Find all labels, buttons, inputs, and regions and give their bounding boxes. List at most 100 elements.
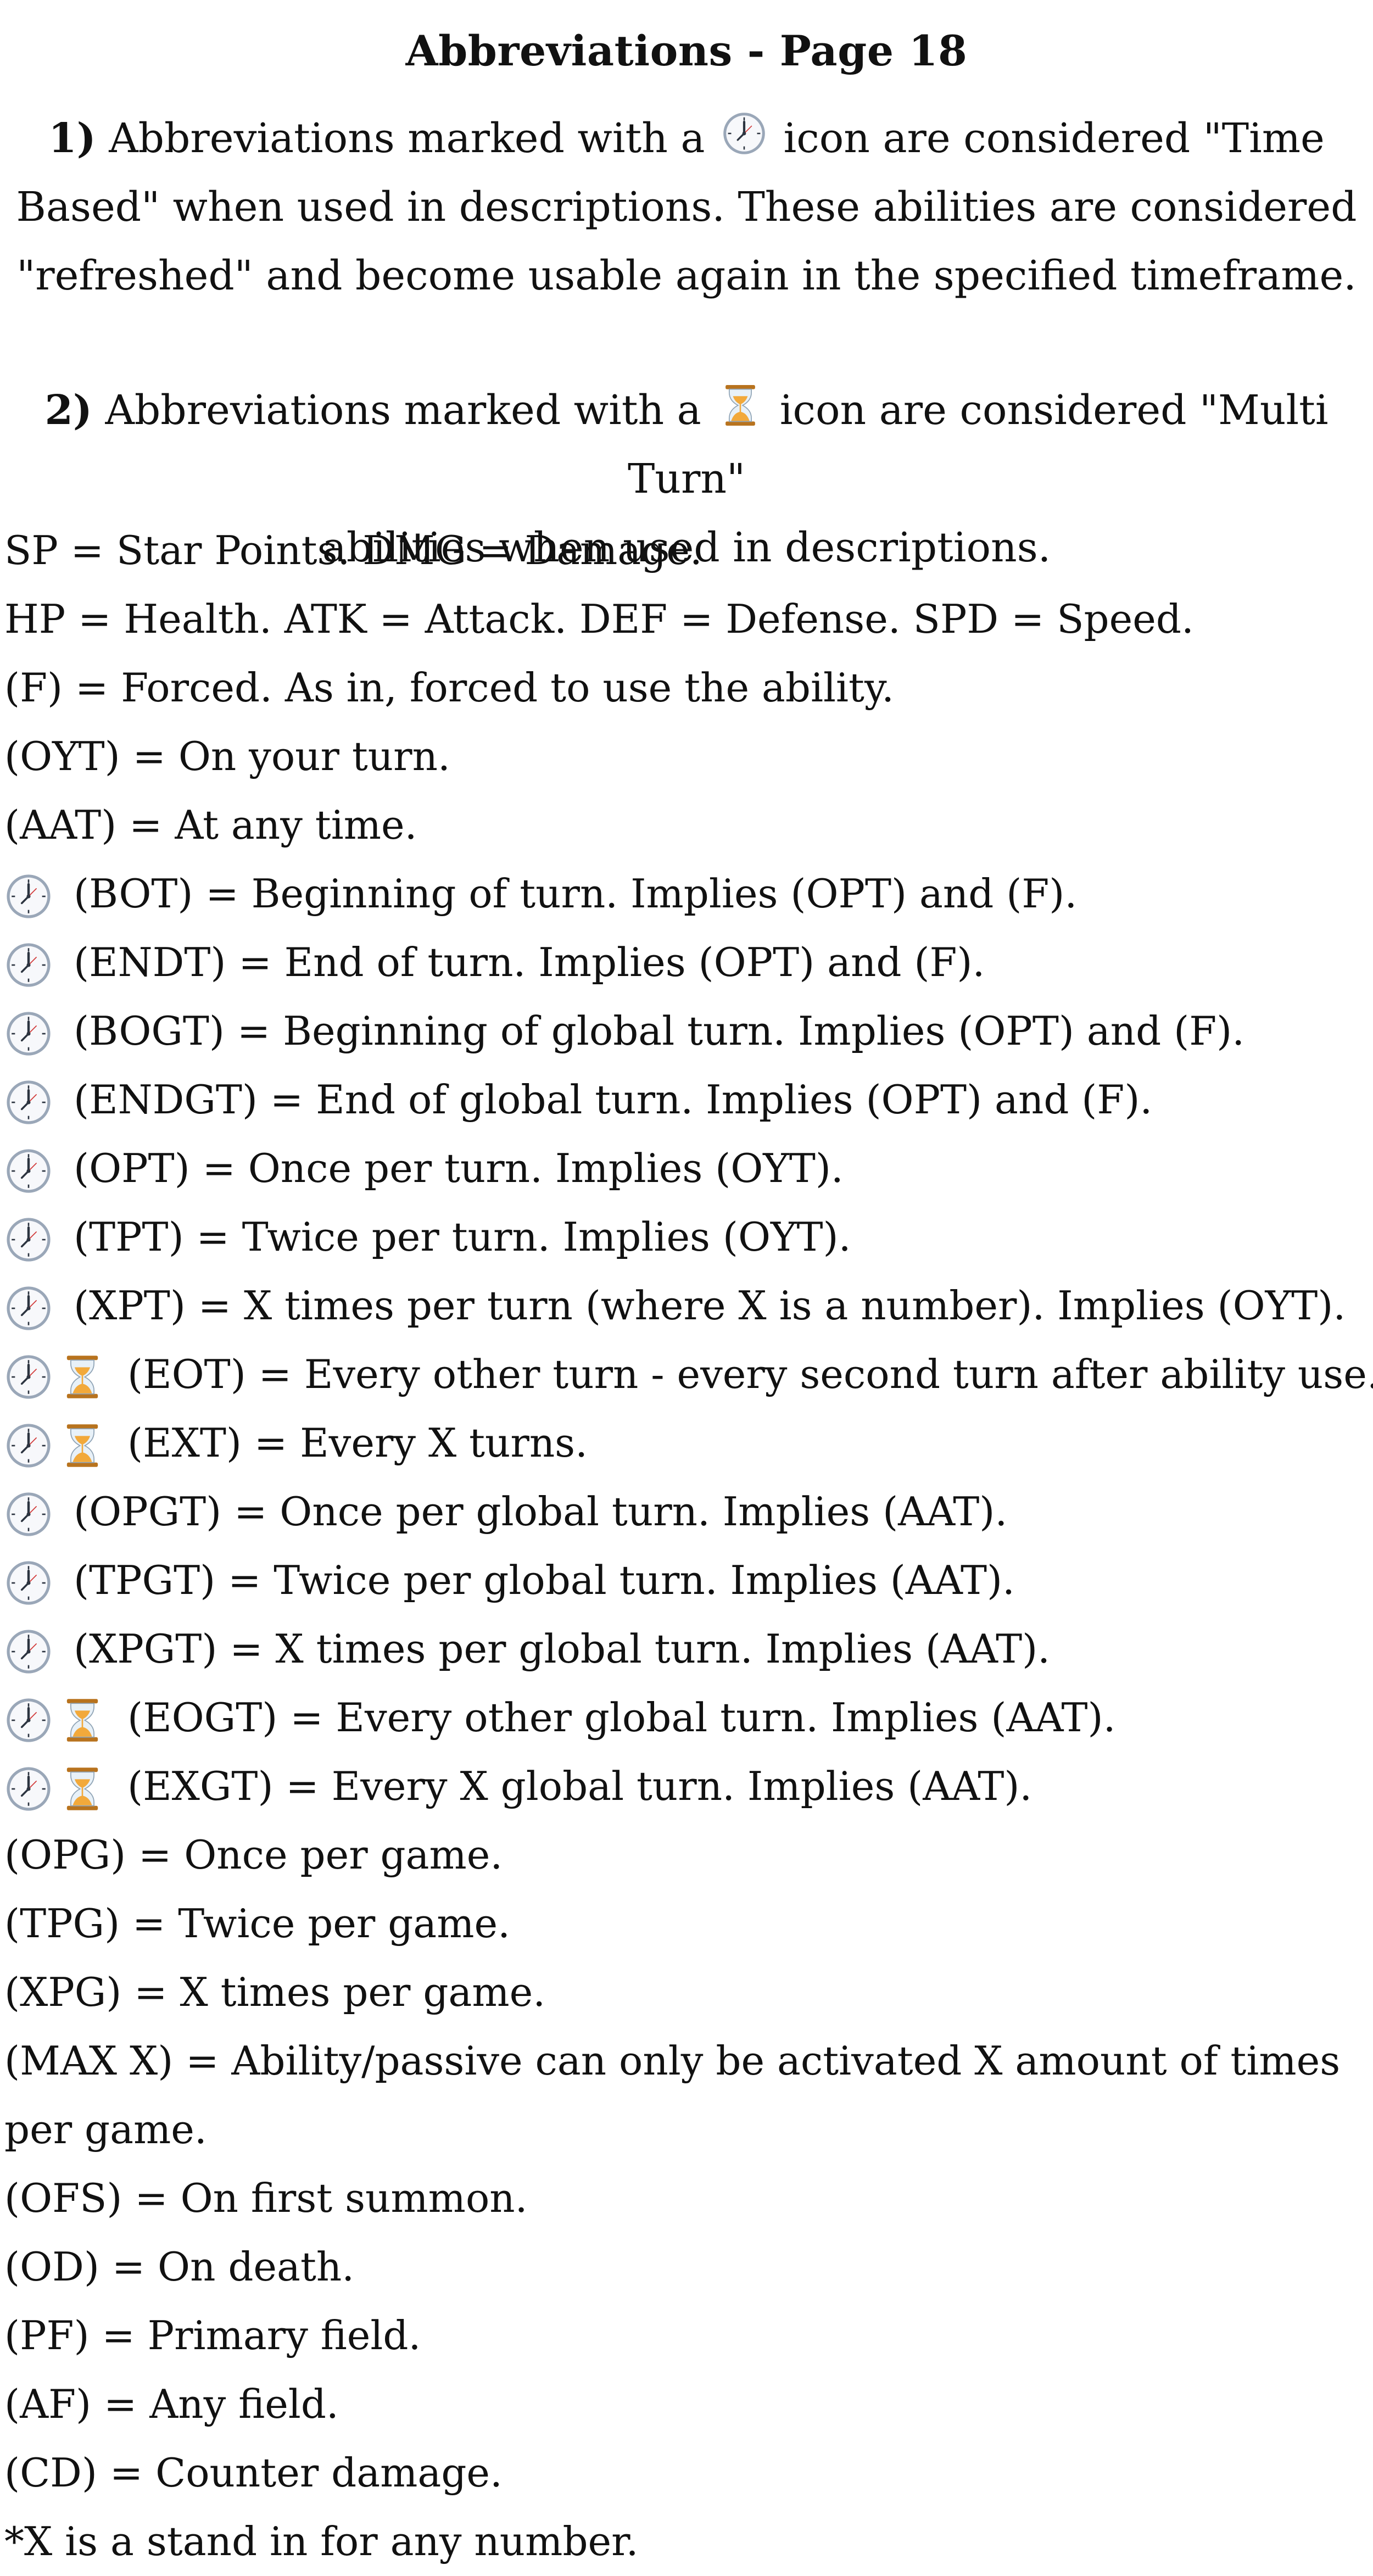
hourglass-icon (58, 1421, 107, 1470)
hourglass-icon (717, 382, 763, 428)
note-text: Abbreviations marked with a (105, 387, 701, 434)
entry-text: (AF) = Any field. (4, 2381, 339, 2427)
entry-icons (4, 1421, 112, 1471)
abbreviation-entry: (TPG) = Twice per game. (4, 1889, 1366, 1958)
entry-icons (4, 1490, 58, 1540)
entry-text: (PF) = Primary field. (4, 2312, 421, 2358)
note-number: 2) (44, 387, 92, 434)
hourglass-icon (58, 1765, 107, 1813)
entry-text: (EXGT) = Every X global turn. Implies (A… (127, 1763, 1032, 1809)
entry-text: (EOGT) = Every other global turn. Implie… (127, 1694, 1116, 1741)
abbreviation-entry: (OPGT) = Once per global turn. Implies (… (4, 1477, 1366, 1546)
note-line: 1) Abbreviations marked with a icon are … (0, 104, 1373, 173)
note-line: "refreshed" and become usable again in t… (16, 252, 1357, 299)
clock-icon (4, 1147, 53, 1195)
note-time-based: 1) Abbreviations marked with a icon are … (0, 104, 1373, 310)
note-number: 1) (48, 115, 96, 162)
abbreviation-entry: (OPT) = Once per turn. Implies (OYT). (4, 1134, 1366, 1203)
abbreviation-entry: (EXT) = Every X turns. (4, 1409, 1366, 1477)
entry-text: *X is a stand in for any number. (4, 2518, 639, 2564)
abbreviation-entry: (OFS) = On first summon. (4, 2164, 1366, 2233)
entry-icons (4, 1696, 112, 1746)
abbreviation-entry: (XPGT) = X times per global turn. Implie… (4, 1615, 1366, 1683)
abbreviation-entry: (CD) = Counter damage. (4, 2439, 1366, 2507)
abbreviation-entry: (ENDT) = End of turn. Implies (OPT) and … (4, 928, 1366, 997)
abbreviation-entry: (BOT) = Beginning of turn. Implies (OPT)… (4, 860, 1366, 928)
abbreviation-entry: HP = Health. ATK = Attack. DEF = Defense… (4, 585, 1366, 654)
entry-text: (ENDT) = End of turn. Implies (OPT) and … (74, 939, 985, 985)
entry-text-continuation: per game. (4, 2106, 207, 2153)
abbreviation-list: SP = Star Points. DMG = Damage. HP = Heal… (4, 516, 1373, 2576)
entry-icons (4, 1078, 58, 1128)
note-text: icon are considered "Multi Turn" (627, 387, 1329, 503)
clock-icon (4, 1078, 53, 1127)
entry-text: (EOT) = Every other turn - every second … (127, 1351, 1373, 1397)
abbreviation-entry: (XPG) = X times per game. (4, 1958, 1366, 2027)
entry-icons (4, 1147, 58, 1196)
entry-icons (4, 1010, 58, 1059)
abbreviation-entry: (BOGT) = Beginning of global turn. Impli… (4, 997, 1366, 1066)
clock-icon (4, 1559, 53, 1607)
entry-text: (ENDGT) = End of global turn. Implies (O… (74, 1077, 1153, 1123)
abbreviation-entry: *X is a stand in for any number. (4, 2507, 1366, 2576)
abbreviation-entry: (OPG) = Once per game. (4, 1821, 1366, 1889)
clock-icon (4, 872, 53, 921)
entry-text: (MAX X) = Ability/passive can only be ac… (4, 2038, 1341, 2084)
entry-icons (4, 1284, 58, 1334)
entry-icons (4, 1353, 112, 1402)
entry-text: SP = Star Points. DMG = Damage. (4, 527, 702, 573)
note-text: icon are considered "Time (783, 115, 1325, 162)
abbreviation-entry: (AAT) = At any time. (4, 791, 1366, 860)
hourglass-icon (58, 1353, 107, 1401)
abbreviation-entry: SP = Star Points. DMG = Damage. (4, 516, 1366, 585)
entry-text: (OPGT) = Once per global turn. Implies (… (74, 1488, 1008, 1535)
clock-icon (4, 1215, 53, 1264)
abbreviation-entry: (EOGT) = Every other global turn. Implie… (4, 1683, 1366, 1752)
note-line: 2) Abbreviations marked with a icon are … (0, 376, 1373, 514)
entry-text: (AAT) = At any time. (4, 802, 417, 848)
entry-text: HP = Health. ATK = Attack. DEF = Defense… (4, 596, 1194, 642)
abbreviation-entry: (TPGT) = Twice per global turn. Implies … (4, 1546, 1366, 1615)
clock-icon (4, 1627, 53, 1676)
clock-icon (4, 1696, 53, 1744)
note-text: Abbreviations marked with a (109, 115, 705, 162)
entry-text: (CD) = Counter damage. (4, 2450, 503, 2496)
entry-text: (BOGT) = Beginning of global turn. Impli… (74, 1008, 1245, 1054)
entry-text: (OD) = On death. (4, 2244, 355, 2290)
abbreviation-entry: (XPT) = X times per turn (where X is a n… (4, 1272, 1366, 1340)
abbreviation-entry: (F) = Forced. As in, forced to use the a… (4, 654, 1366, 722)
entry-icons (4, 1215, 58, 1265)
clock-icon (4, 1353, 53, 1401)
entry-text: (F) = Forced. As in, forced to use the a… (4, 665, 894, 711)
entry-text: (OFS) = On first summon. (4, 2175, 528, 2221)
entry-text: (OPT) = Once per turn. Implies (OYT). (74, 1145, 844, 1191)
hourglass-icon (58, 1696, 107, 1744)
entry-text: (XPT) = X times per turn (where X is a n… (74, 1283, 1346, 1329)
clock-icon (4, 1421, 53, 1470)
abbreviation-entry: (AF) = Any field. (4, 2370, 1366, 2439)
page-title: Abbreviations - Page 18 (405, 26, 968, 75)
abbreviation-entry: (TPT) = Twice per turn. Implies (OYT). (4, 1203, 1366, 1272)
abbreviation-entry: (EOT) = Every other turn - every second … (4, 1340, 1373, 1409)
clock-icon (4, 1765, 53, 1813)
clock-icon (4, 1490, 53, 1538)
abbreviation-entry: (OYT) = On your turn. (4, 722, 1366, 791)
clock-icon (4, 1284, 53, 1332)
note-line: abilities when used in descriptions. (322, 524, 1051, 571)
abbreviation-entry: (ENDGT) = End of global turn. Implies (O… (4, 1066, 1366, 1134)
entry-icons (4, 1559, 58, 1608)
entry-icons (4, 941, 58, 990)
entry-text: (EXT) = Every X turns. (127, 1420, 588, 1466)
clock-icon (4, 1010, 53, 1058)
note-multi-turn: 2) Abbreviations marked with a icon are … (0, 376, 1373, 582)
abbreviation-entry: (EXGT) = Every X global turn. Implies (A… (4, 1752, 1366, 1821)
entry-text: (TPG) = Twice per game. (4, 1900, 510, 1947)
entry-text: (OPG) = Once per game. (4, 1832, 503, 1878)
clock-icon (721, 110, 767, 157)
abbreviation-entry: (OD) = On death. (4, 2233, 1366, 2301)
entry-icons (4, 1627, 58, 1677)
note-line: Based" when used in descriptions. These … (16, 183, 1357, 231)
entry-icons (4, 872, 58, 922)
entry-text: (TPGT) = Twice per global turn. Implies … (74, 1557, 1015, 1603)
entry-text: (TPT) = Twice per turn. Implies (OYT). (74, 1214, 851, 1260)
